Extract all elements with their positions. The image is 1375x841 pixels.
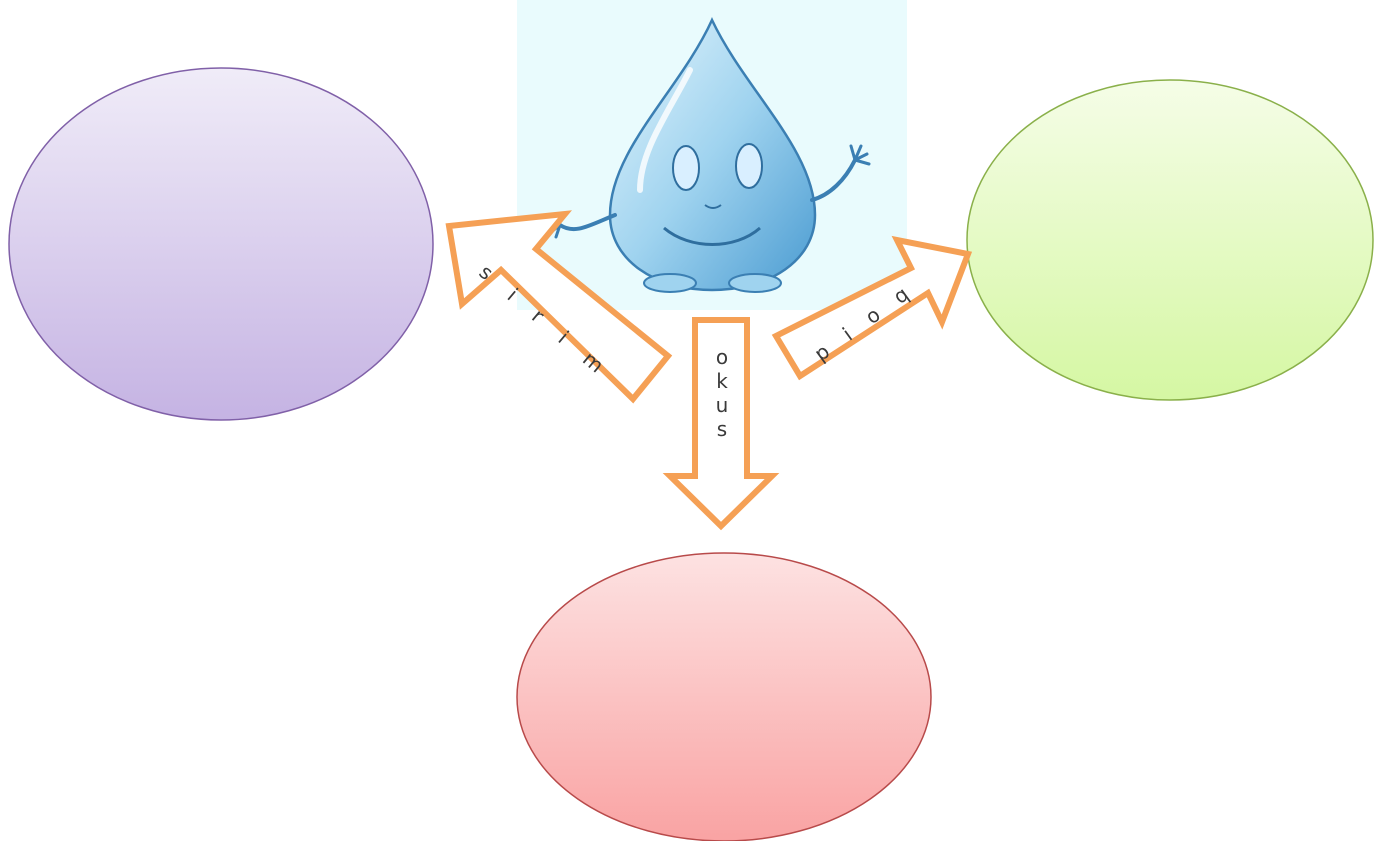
arrow-down-label: okus bbox=[715, 345, 729, 441]
arrow-down bbox=[662, 317, 780, 531]
water-drop-mascot-image bbox=[517, 0, 907, 310]
red-ellipse bbox=[516, 552, 932, 841]
purple-ellipse bbox=[8, 67, 434, 421]
arrow-left bbox=[445, 210, 673, 404]
green-ellipse bbox=[966, 79, 1374, 401]
arrow-right bbox=[771, 235, 973, 381]
